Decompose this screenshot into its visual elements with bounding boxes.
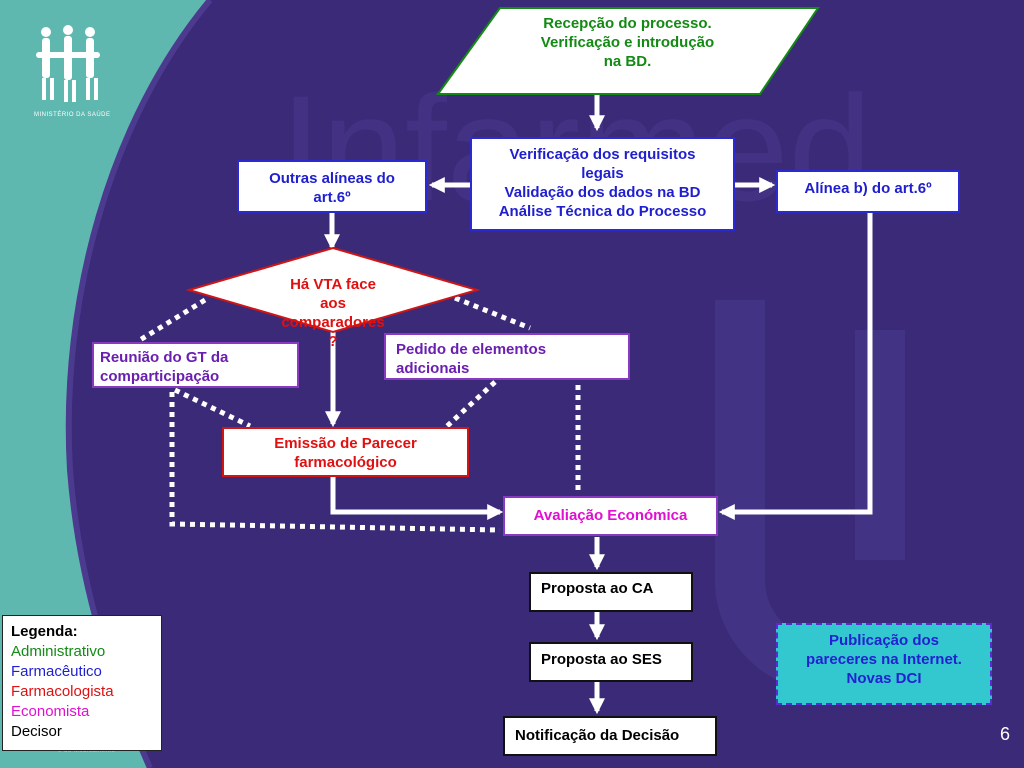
pedido-elementos-box: Pedido de elementos adicionais — [384, 333, 630, 380]
outras-alineas-box: Outras alíneas do art.6º — [237, 160, 427, 213]
dotted-vta-to-pedido — [454, 295, 531, 331]
legend-item-decisor: Decisor — [11, 723, 62, 740]
vta-question-text: Há VTA face aos comparadores ? — [281, 276, 385, 350]
recepcao-parallelogram — [436, 7, 820, 95]
legend-item-farmaceutico: Farmacêutico — [11, 663, 102, 680]
dotted-reuniao-to-emissao — [173, 387, 252, 429]
reuniao-gt-box: Reunião do GT da comparticipação — [92, 342, 299, 388]
alinea-b-box: Alínea b) do art.6º — [776, 170, 960, 213]
legend-item-economista: Economista — [11, 703, 90, 720]
arrow-emissao-to-avaliacao — [330, 477, 504, 521]
legend-item-administrativo: Administrativo — [11, 643, 106, 660]
legend-title: Legenda: — [11, 623, 78, 640]
legend-item-farmacologista: Farmacologista — [11, 683, 114, 700]
dotted-vta-to-reuniao — [138, 297, 207, 343]
legend-box: Legenda: Administrativo Farmacêutico Far… — [2, 615, 162, 751]
proposta-ses-box: Proposta ao SES — [529, 642, 693, 682]
recepcao-text: Recepção do processo. Verificação e intr… — [540, 15, 715, 70]
proposta-ca-box: Proposta ao CA — [529, 572, 693, 612]
avaliacao-economica-box: Avaliação Económica — [503, 496, 718, 536]
logo-caption: MINISTÉRIO DA SAÚDE — [34, 112, 111, 118]
dotted-reuniao-to-avaliacao — [169, 392, 501, 533]
ministry-logo — [36, 25, 100, 102]
emissao-parecer-box: Emissão de Parecer farmacológico — [222, 427, 469, 477]
vta-diamond — [185, 246, 481, 334]
page-number: 6 — [1000, 724, 1011, 744]
notificacao-decisao-box: Notificação da Decisão — [503, 716, 717, 756]
verificacao-box: Verificação dos requisitos legais Valida… — [470, 137, 735, 231]
logo-caption-bottom: e do Medicamento — [58, 748, 116, 754]
arrow-alinea-to-avaliacao — [718, 213, 873, 521]
publicacao-box: Publicação dos pareceres na Internet. No… — [776, 623, 992, 705]
dotted-pedido-to-emissao — [443, 380, 497, 430]
